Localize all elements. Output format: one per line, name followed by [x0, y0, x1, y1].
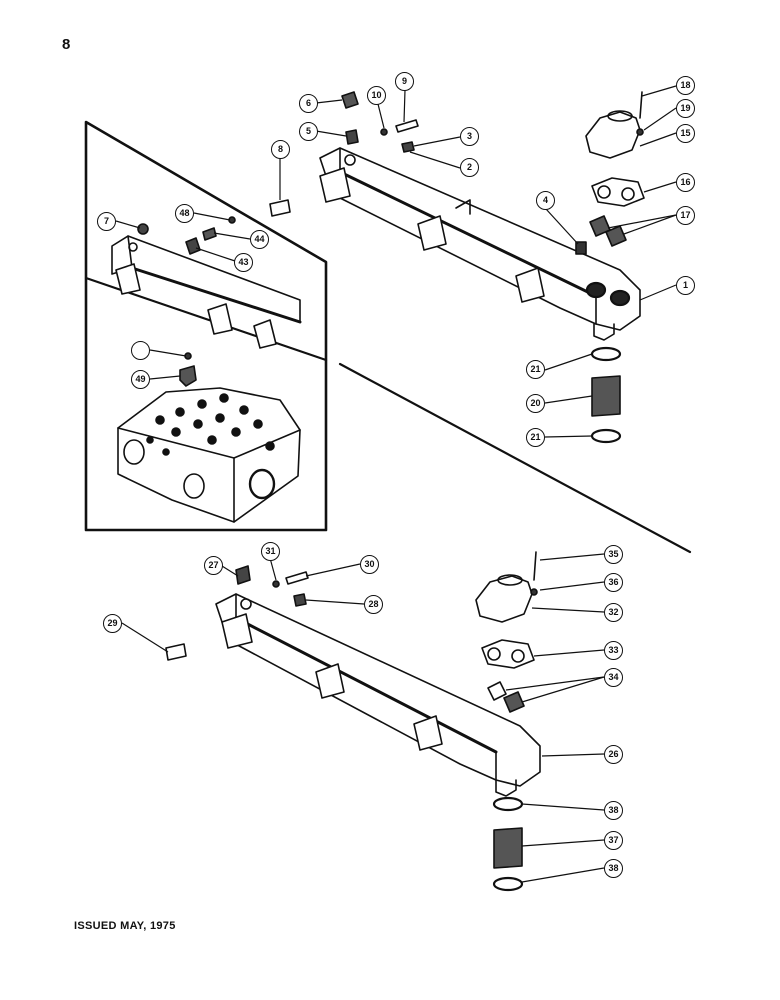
- issued-date: ISSUED MAY, 1975: [74, 920, 176, 932]
- callout-20: 20: [526, 394, 545, 413]
- callout-1: 1: [676, 276, 695, 295]
- lower-manifold: [215, 593, 541, 797]
- page-number: 8: [62, 36, 71, 53]
- callout-32: 32: [604, 603, 623, 622]
- plug-part-4: [575, 241, 587, 255]
- leader-lines: [115, 85, 677, 883]
- callout-48: 49: [131, 370, 150, 389]
- inset-manifold: [111, 235, 302, 349]
- callout-34: 34: [604, 668, 623, 687]
- callout-18: 18: [676, 76, 695, 95]
- callout-21-upper: 21: [526, 360, 545, 379]
- sender-part-6: [341, 91, 359, 109]
- gasket-part-8: [269, 199, 291, 217]
- callout-37: 37: [604, 831, 623, 850]
- callout-9: 9: [395, 72, 414, 91]
- callout-6: 6: [299, 94, 318, 113]
- callout-10: 10: [367, 86, 386, 105]
- cylinder-head: [117, 387, 301, 523]
- callout-29: 29: [103, 614, 122, 633]
- callout-15: 15: [676, 124, 695, 143]
- callout-19: 19: [676, 99, 695, 118]
- callout-35: 35: [604, 545, 623, 564]
- callout-31: 31: [261, 542, 280, 561]
- callout-26: 26: [604, 745, 623, 764]
- plug-part-27: [235, 565, 251, 585]
- gasket-part-29: [165, 643, 187, 661]
- callout-17: 17: [676, 206, 695, 225]
- callout-43: 44: [250, 230, 269, 249]
- callout-42: 43: [234, 253, 253, 272]
- callout-30: 30: [360, 555, 379, 574]
- callout-28: 28: [364, 595, 383, 614]
- adapter-part-5: [345, 129, 359, 145]
- callout-44: 48: [175, 204, 194, 223]
- callout-38-upper: 38: [604, 801, 623, 820]
- callout-5: 5: [299, 122, 318, 141]
- callout-7: 7: [97, 212, 116, 231]
- callout-38-lower: 38: [604, 859, 623, 878]
- callout-3: 3: [460, 127, 479, 146]
- callout-2: 2: [460, 158, 479, 177]
- thermostat-housing-upper: [585, 91, 645, 247]
- thermostat-housing-lower: [475, 551, 538, 713]
- callout-16: 16: [676, 173, 695, 192]
- upper-manifold: [319, 147, 641, 341]
- callout-4: 4: [536, 191, 555, 210]
- callout-8: 8: [271, 140, 290, 159]
- callout-27: 27: [204, 556, 223, 575]
- callout-49: [131, 341, 150, 360]
- callout-21-lower: 21: [526, 428, 545, 447]
- callout-36: 36: [604, 573, 623, 592]
- callout-33: 33: [604, 641, 623, 660]
- inset-panel: [84, 120, 328, 532]
